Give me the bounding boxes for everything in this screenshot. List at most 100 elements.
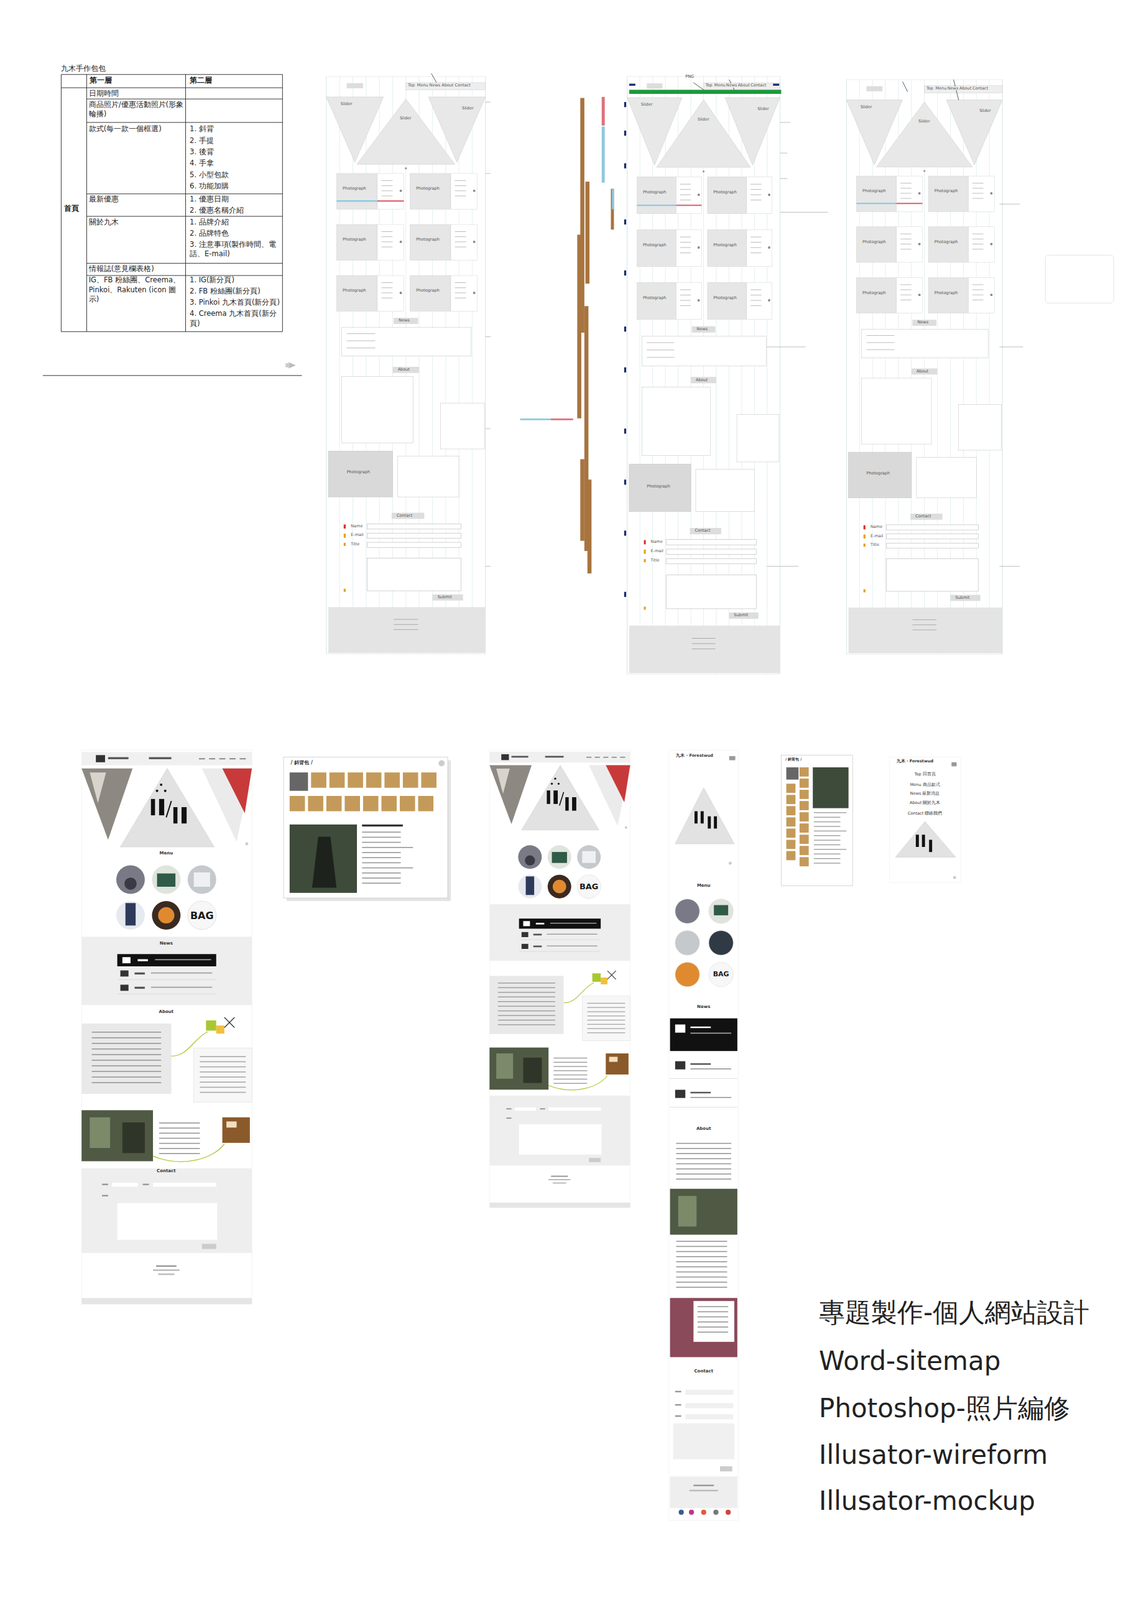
- table-cell: 情報誌(意見欄表格): [88, 264, 155, 275]
- photo-box: [636, 176, 676, 214]
- menu-circle: [577, 874, 601, 899]
- news-item: [519, 918, 601, 929]
- section-bar: [610, 189, 614, 231]
- leader-line: [999, 346, 1023, 347]
- thumb-tile: [799, 834, 809, 844]
- menu-circle: [157, 873, 176, 887]
- thumb-tile: [344, 795, 361, 812]
- text-line: [750, 241, 762, 243]
- slide-photo: [89, 772, 106, 803]
- text-line: [361, 836, 401, 839]
- news-item: [546, 945, 597, 947]
- text-line: [680, 305, 691, 306]
- slide-photo: [489, 764, 532, 824]
- slide-photo: [222, 768, 253, 814]
- mockup-label: BAG: [579, 882, 599, 891]
- text-line: [680, 194, 691, 196]
- arrow-dot: [473, 291, 476, 295]
- logo-mark: [922, 834, 926, 847]
- about-photo: [522, 1057, 542, 1084]
- text-line: [866, 341, 895, 343]
- thumb-photo: [289, 772, 309, 791]
- text-line: [159, 1147, 201, 1150]
- mock-page: [669, 749, 739, 1521]
- wire-label: Slider: [697, 117, 710, 122]
- text-line: [697, 1321, 729, 1323]
- thumb-tile: [381, 795, 397, 812]
- thumb-tile: [786, 828, 796, 838]
- text-line: [972, 294, 984, 296]
- menu-icon: [729, 756, 736, 761]
- deco-icon: [216, 1025, 225, 1034]
- nav-box: [646, 83, 663, 89]
- deco-icon: [592, 973, 602, 982]
- wire-grid: [859, 79, 860, 655]
- text-line: [675, 1147, 732, 1150]
- text-line: [680, 294, 691, 296]
- text-line: [813, 862, 841, 864]
- thumb-tile: [786, 805, 796, 816]
- wire-label: About: [441, 83, 454, 88]
- news-band: [489, 904, 630, 961]
- slider-shape: [656, 99, 751, 168]
- menu-circle: [524, 855, 535, 866]
- nav-item: [603, 756, 609, 758]
- table-line: [86, 263, 283, 264]
- text-line: [553, 1065, 587, 1067]
- news-item: [151, 972, 213, 974]
- section-tab: [910, 513, 942, 520]
- accent-line: [856, 202, 896, 204]
- text-box: [968, 226, 995, 263]
- form-mark: [863, 534, 866, 539]
- form-mark: [343, 533, 346, 538]
- leader-line: [780, 121, 791, 123]
- news-item: [690, 1032, 732, 1035]
- wire-label: Photograph: [346, 470, 371, 475]
- text-line: [675, 1251, 727, 1253]
- text-box: [896, 175, 923, 212]
- arrow-dot: [767, 193, 771, 196]
- text-line: [675, 1152, 732, 1155]
- text-line: [498, 1005, 556, 1007]
- text-line: [675, 1163, 732, 1165]
- about-photo: [496, 1053, 513, 1079]
- text-line: [900, 198, 912, 199]
- leader-line: [766, 565, 799, 567]
- empty-panel: [1045, 254, 1114, 303]
- arrow-dot: [473, 240, 476, 244]
- wire-label: Submit: [733, 613, 748, 618]
- nav-item: [595, 756, 601, 758]
- text-line: [393, 629, 418, 630]
- text-line: [972, 233, 984, 235]
- logo-mark: [546, 790, 550, 804]
- wire-grid: [846, 79, 847, 655]
- form-field: [366, 524, 461, 530]
- deco-icon: [609, 1056, 619, 1062]
- news-item: [519, 939, 601, 941]
- text-line: [813, 821, 841, 822]
- text-line: [692, 642, 716, 644]
- text-line: [159, 1137, 201, 1140]
- wire-label: About: [959, 86, 972, 91]
- footer-line: [550, 1175, 568, 1178]
- table-line: [60, 73, 283, 75]
- text-line: [381, 231, 393, 232]
- thumb-tile: [417, 795, 434, 812]
- logo-mark: [553, 777, 556, 780]
- table-cell: 1. IG(新分頁): [189, 275, 235, 286]
- form-mark: [343, 524, 346, 529]
- text-line: [675, 1255, 727, 1258]
- thumb-tile: [326, 795, 342, 812]
- mockup-label: Menu: [697, 883, 711, 889]
- mockup-label: News: [697, 1004, 711, 1010]
- wire-label: Contact: [396, 513, 413, 518]
- arrow-dot: [767, 246, 771, 249]
- table-cell: 款式(每一款一個框選): [88, 124, 185, 135]
- text-line: [813, 844, 841, 845]
- form-field: [666, 558, 757, 564]
- section-bar: [580, 458, 585, 541]
- table-cell: 九木手作包包: [60, 63, 106, 74]
- section-tab: [690, 527, 722, 535]
- text-line: [92, 1031, 162, 1033]
- accent-line: [636, 204, 676, 206]
